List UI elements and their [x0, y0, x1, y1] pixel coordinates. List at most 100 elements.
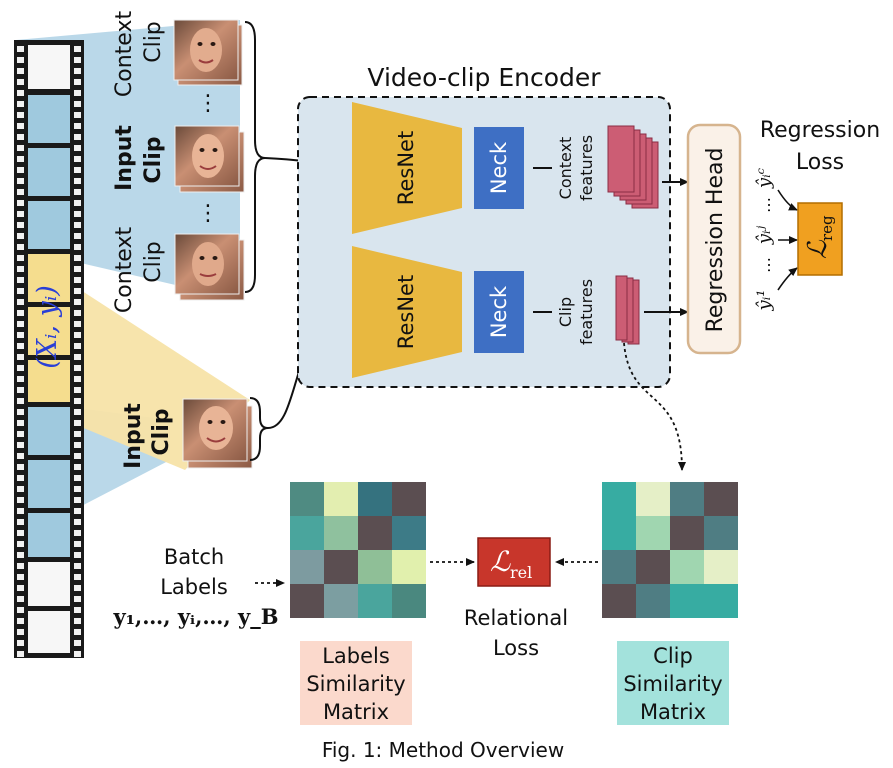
sprocket-hole [74, 574, 81, 580]
sprocket-hole [74, 629, 81, 635]
film-frame [28, 148, 70, 196]
sprocket-hole [17, 310, 24, 316]
sprocket-hole [74, 321, 81, 327]
sprocket-hole [17, 222, 24, 228]
film-frame [28, 360, 70, 402]
sprocket-hole [74, 200, 81, 206]
sprocket-hole [17, 585, 24, 591]
sprocket-hole [74, 508, 81, 514]
matrix-cell [670, 516, 704, 550]
sprocket-hole [74, 299, 81, 305]
sprocket-hole [17, 200, 24, 206]
matrix-cell [392, 550, 426, 584]
film-strip [14, 40, 84, 658]
matrix-cell [602, 584, 636, 618]
sprocket-hole [17, 68, 24, 74]
relational-loss-label-2: Loss [493, 636, 539, 660]
sprocket-hole [74, 607, 81, 613]
film-label: (Xᵢ, yᵢ) [32, 285, 63, 369]
prediction-c: ŷᵢᶜ [754, 168, 775, 189]
context-clip-bottom [174, 233, 245, 301]
sprocket-hole [17, 354, 24, 360]
sprocket-hole [17, 101, 24, 107]
sprocket-hole [17, 541, 24, 547]
sprocket-hole [17, 552, 24, 558]
resnet-bottom [352, 246, 462, 378]
matrix-cell [636, 584, 670, 618]
clip-matrix-caption-3: Matrix [640, 700, 706, 724]
loss-reg-symbol: ℒ [803, 239, 833, 259]
arrow-pc-to-loss [777, 189, 798, 211]
sprocket-hole [74, 475, 81, 481]
sprocket-hole [17, 431, 24, 437]
clip-matrix-caption-1: Clip [653, 644, 693, 668]
sprocket-hole [74, 651, 81, 657]
sprocket-hole [74, 57, 81, 63]
neck-top [474, 127, 524, 209]
sprocket-hole [74, 519, 81, 525]
sprocket-hole [17, 497, 24, 503]
sprocket-hole [17, 376, 24, 382]
sprocket-hole [74, 618, 81, 624]
sprocket-hole [74, 156, 81, 162]
encoder-title: Video-clip Encoder [367, 63, 601, 92]
matrix-cell [324, 550, 358, 584]
sprocket-hole [74, 596, 81, 602]
matrix-cell [602, 550, 636, 584]
sprocket-hole [74, 123, 81, 129]
matrix-cell [324, 584, 358, 618]
clip-similarity-matrix [602, 482, 738, 618]
sprocket-hole [17, 519, 24, 525]
sprocket-hole [17, 343, 24, 349]
sprocket-hole [17, 365, 24, 371]
prediction-dots-1: … [755, 257, 774, 273]
resnet-top-label: ResNet [394, 131, 418, 205]
regression-loss-label-2: Loss [796, 150, 844, 175]
matrix-cell [392, 516, 426, 550]
matrix-cell [324, 516, 358, 550]
labels-matrix-caption-2: Similarity [306, 672, 405, 696]
sprocket-hole [74, 255, 81, 261]
sprocket-hole [17, 486, 24, 492]
sprocket-hole [74, 68, 81, 74]
sprocket-hole [17, 332, 24, 338]
sprocket-hole [17, 596, 24, 602]
resnet-top [352, 102, 462, 234]
matrix-cell [704, 482, 738, 516]
sprocket-hole [17, 156, 24, 162]
context-clip-label-top-2: Clip [141, 21, 166, 63]
matrix-cell [704, 516, 738, 550]
sprocket-hole [74, 266, 81, 272]
matrix-cell [704, 584, 738, 618]
sprocket-hole [17, 420, 24, 426]
sprocket-hole [74, 167, 81, 173]
sprocket-hole [17, 277, 24, 283]
sprocket-hole [17, 651, 24, 657]
sprocket-hole [74, 90, 81, 96]
arrow-p1-to-loss [777, 267, 798, 291]
prediction-1: ŷᵢ¹ [754, 289, 775, 311]
matrix-cell [636, 482, 670, 516]
neck-bottom [474, 271, 524, 353]
context-features-stack [607, 125, 659, 209]
film-frame [28, 95, 70, 143]
sprocket-hole [74, 497, 81, 503]
sprocket-hole [17, 112, 24, 118]
context-features-label-1: Context [556, 137, 575, 200]
sprocket-hole [17, 145, 24, 151]
sprocket-hole [74, 101, 81, 107]
matrix-cell [290, 550, 324, 584]
film-frame [28, 460, 70, 508]
batch-label-2: Labels [160, 575, 228, 599]
matrix-cell [290, 516, 324, 550]
matrix-cell [324, 482, 358, 516]
matrix-cell [636, 550, 670, 584]
sprocket-hole [74, 420, 81, 426]
neck-bottom-label: Neck [487, 285, 511, 338]
sprocket-hole [17, 57, 24, 63]
sprocket-hole [17, 574, 24, 580]
sprocket-hole [17, 167, 24, 173]
labels-matrix-caption-3: Matrix [323, 700, 389, 724]
matrix-cell [358, 550, 392, 584]
